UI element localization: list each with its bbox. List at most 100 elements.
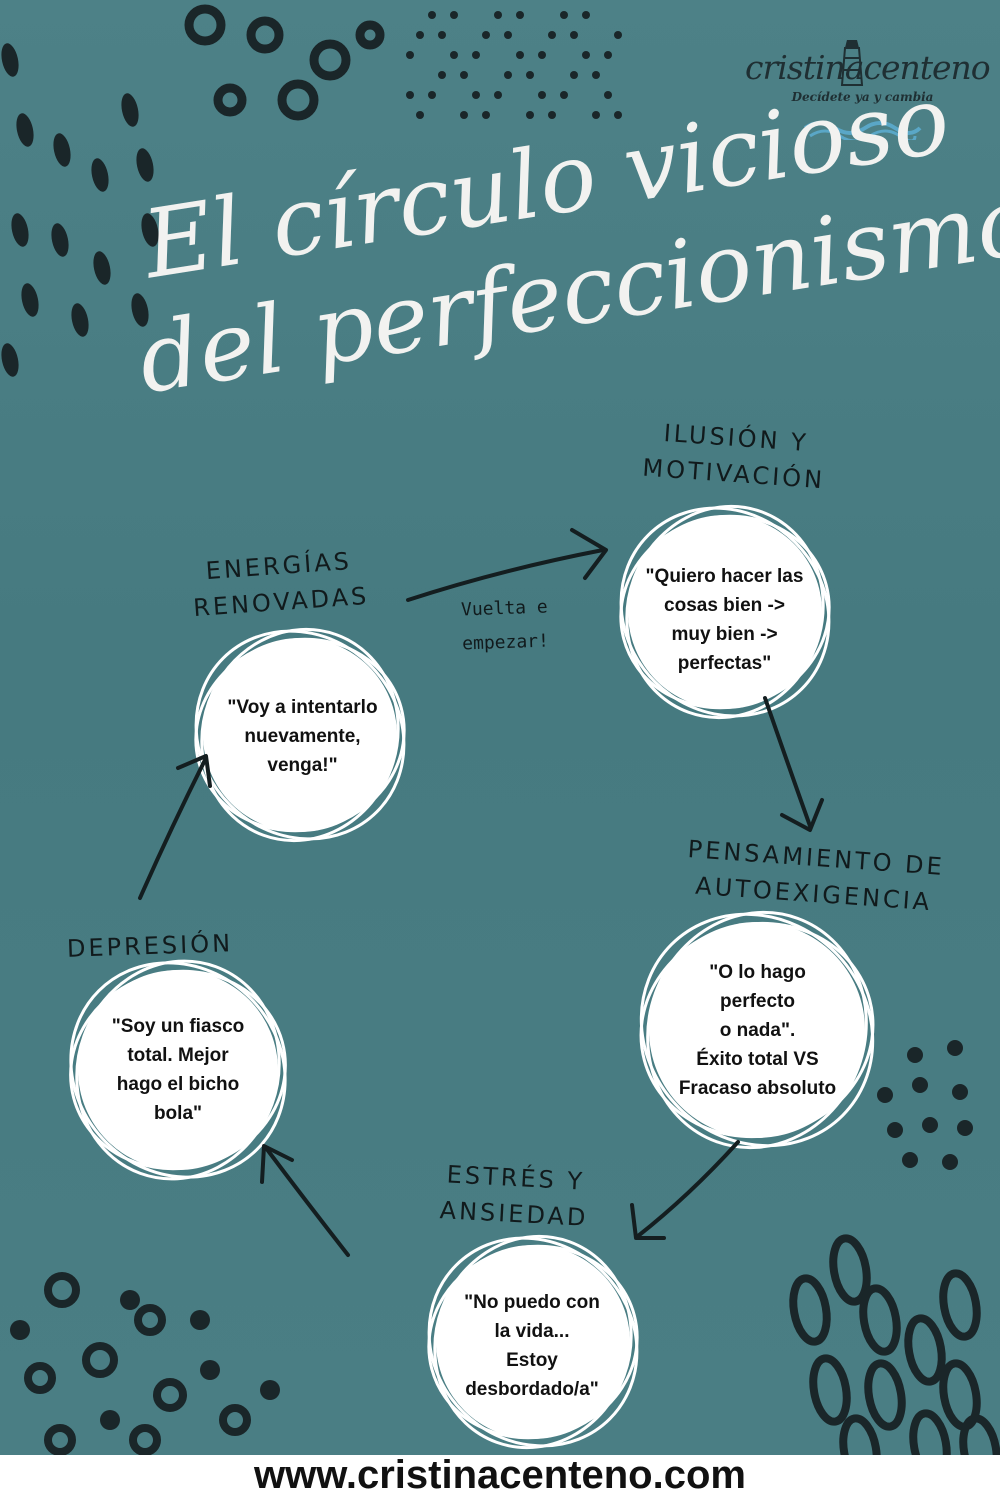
brand-tagline: Decídete ya y cambia <box>791 90 934 104</box>
quote-self-demand: "O lo hago perfecto o nada". Éxito total… <box>678 962 837 1099</box>
deco-oval-ring <box>809 1354 851 1426</box>
deco-dot <box>120 1290 140 1310</box>
deco-dot <box>472 51 480 59</box>
deco-dot <box>200 1360 220 1380</box>
deco-dot <box>450 11 458 19</box>
deco-dot <box>482 31 490 39</box>
brand-logo: cristinacenteno Decídete ya y cambia <box>745 40 991 140</box>
deco-dot <box>416 31 424 39</box>
deco-dot <box>582 11 590 19</box>
deco-dot <box>100 1410 120 1430</box>
cycle-diagram <box>69 528 875 1450</box>
deco-ring <box>129 1424 161 1455</box>
deco-ring <box>277 79 319 121</box>
deco-dot <box>494 91 502 99</box>
brand-name: cristinacenteno <box>745 48 991 87</box>
bubble-stress <box>427 1234 639 1450</box>
deco-ring <box>24 1362 56 1394</box>
deco-dot <box>450 51 458 59</box>
deco-oval-ring <box>939 1269 981 1341</box>
deco-dot <box>570 31 578 39</box>
deco-dot <box>538 91 546 99</box>
deco-dot <box>614 111 622 119</box>
deco-dot <box>504 71 512 79</box>
deco-dot <box>526 111 534 119</box>
deco-dot <box>942 1154 958 1170</box>
deco-ring <box>153 1378 187 1412</box>
footer-url: www.cristinacenteno.com <box>0 1455 1000 1500</box>
deco-ring <box>82 1342 118 1378</box>
deco-dot <box>428 91 436 99</box>
deco-oval <box>93 251 111 285</box>
arrow-renewed-to-illusion <box>406 528 608 602</box>
deco-oval <box>53 133 71 167</box>
deco-oval-ring <box>859 1284 901 1356</box>
deco-oval <box>136 148 154 182</box>
quote-depression: "Soy un fiasco total. Mejor hago el bich… <box>111 1016 245 1124</box>
deco-oval-ring <box>864 1359 906 1431</box>
deco-dot <box>582 51 590 59</box>
quote-renewed: "Voy a intentarlo nuevamente, venga!" <box>227 697 378 776</box>
quote-illusion: "Quiero hacer las cosas bien -> muy bien… <box>645 566 804 674</box>
deco-oval <box>141 213 159 247</box>
deco-oval-ring <box>789 1274 831 1346</box>
deco-dot <box>460 111 468 119</box>
deco-oval-ring <box>839 1414 881 1455</box>
stage-label-renewed: ENERGÍAS RENOVADAS <box>192 546 371 623</box>
deco-oval <box>16 113 34 147</box>
stage-label-depression: DEPRESIÓN <box>66 929 234 963</box>
deco-dot <box>560 11 568 19</box>
deco-oval <box>91 158 109 192</box>
deco-dot <box>526 71 534 79</box>
deco-oval <box>71 303 89 337</box>
deco-dot <box>416 111 424 119</box>
deco-dot <box>190 1310 210 1330</box>
deco-oval-ring <box>904 1314 946 1386</box>
deco-ring <box>134 1304 166 1336</box>
bubble-self-demand <box>639 910 875 1150</box>
deco-oval <box>1 43 19 77</box>
deco-dot <box>592 71 600 79</box>
deco-ring <box>184 4 226 46</box>
lighthouse-icon <box>803 40 922 140</box>
deco-dot <box>460 71 468 79</box>
deco-dot <box>947 1040 963 1056</box>
deco-dot <box>548 31 556 39</box>
deco-dot <box>907 1047 923 1063</box>
deco-dot <box>516 51 524 59</box>
decorative-dots <box>1 4 1000 1455</box>
deco-dot <box>877 1087 893 1103</box>
deco-dot <box>614 31 622 39</box>
deco-oval-ring <box>909 1409 951 1455</box>
deco-oval <box>121 93 139 127</box>
deco-ring <box>246 16 284 54</box>
deco-oval-ring <box>829 1234 871 1306</box>
deco-dot <box>494 11 502 19</box>
deco-dot <box>516 11 524 19</box>
deco-ring <box>213 83 247 117</box>
cycle-note: Vuelta e empezar! <box>460 596 550 655</box>
deco-dot <box>538 51 546 59</box>
deco-dot <box>406 91 414 99</box>
infographic-canvas: cristinacenteno Decídete ya y cambia El … <box>0 0 1000 1455</box>
deco-dot <box>260 1380 280 1400</box>
deco-dot <box>438 31 446 39</box>
deco-dot <box>912 1077 928 1093</box>
bubble-depression <box>69 959 287 1181</box>
deco-ring <box>309 39 351 81</box>
deco-oval <box>131 293 149 327</box>
deco-dot <box>570 71 578 79</box>
deco-ring <box>219 1404 251 1436</box>
deco-dot <box>472 91 480 99</box>
deco-dot <box>887 1122 903 1138</box>
deco-dot <box>592 111 600 119</box>
arrow-demand-to-stress <box>630 1140 740 1240</box>
deco-dot <box>428 11 436 19</box>
deco-oval <box>51 223 69 257</box>
stage-label-stress: ESTRÉS Y ANSIEDAD <box>439 1160 590 1232</box>
deco-ring <box>44 1272 80 1308</box>
deco-dot <box>957 1120 973 1136</box>
deco-dot <box>922 1117 938 1133</box>
deco-dot <box>482 111 490 119</box>
deco-dot <box>952 1084 968 1100</box>
